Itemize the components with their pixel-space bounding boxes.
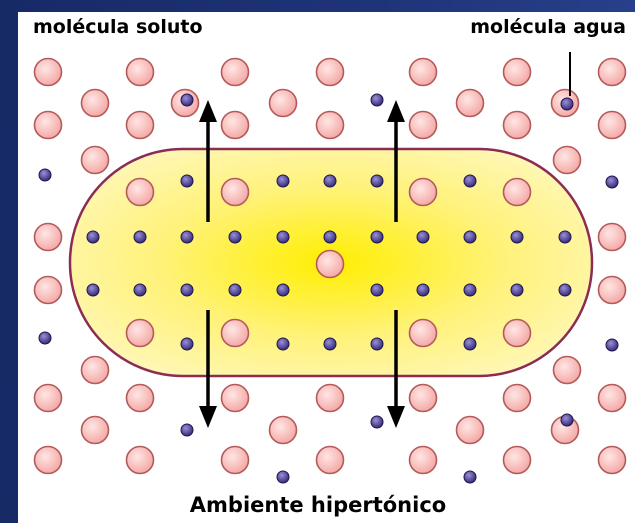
- water-molecule-icon: [181, 424, 193, 436]
- solute-molecule-icon: [35, 447, 62, 474]
- water-molecule-icon: [324, 175, 336, 187]
- solute-molecule-icon: [270, 90, 297, 117]
- solute-molecule-icon: [127, 447, 154, 474]
- water-molecule-icon: [39, 169, 51, 181]
- solute-molecule-icon: [410, 179, 437, 206]
- solute-molecule-icon: [504, 59, 531, 86]
- solute-molecule-icon: [554, 147, 581, 174]
- solute-molecule-icon: [504, 320, 531, 347]
- water-molecule-icon: [464, 338, 476, 350]
- solute-molecule-icon: [410, 112, 437, 139]
- solute-molecule-icon: [127, 59, 154, 86]
- water-molecule-icon: [464, 231, 476, 243]
- solute-molecule-icon: [410, 447, 437, 474]
- solute-molecule-icon: [317, 251, 344, 278]
- solute-molecule-icon: [127, 385, 154, 412]
- water-molecule-icon: [181, 175, 193, 187]
- solute-molecule-icon: [457, 90, 484, 117]
- water-molecule-icon: [229, 284, 241, 296]
- water-molecule-icon: [277, 175, 289, 187]
- water-molecule-icon: [371, 416, 383, 428]
- solute-molecule-icon: [599, 277, 626, 304]
- water-molecule-icon: [559, 284, 571, 296]
- solute-molecule-icon: [504, 447, 531, 474]
- water-molecule-icon: [277, 284, 289, 296]
- water-molecule-icon: [417, 231, 429, 243]
- solute-molecule-icon: [317, 447, 344, 474]
- solute-label: molécula soluto: [33, 16, 203, 38]
- solute-molecule-icon: [410, 385, 437, 412]
- water-molecule-icon: [181, 338, 193, 350]
- solute-molecule-icon: [504, 385, 531, 412]
- solute-molecule-icon: [317, 385, 344, 412]
- solute-molecule-icon: [82, 417, 109, 444]
- water-molecule-icon: [181, 284, 193, 296]
- solute-molecule-icon: [222, 179, 249, 206]
- solute-molecule-icon: [599, 385, 626, 412]
- water-molecule-icon: [39, 332, 51, 344]
- water-molecule-icon: [181, 231, 193, 243]
- solute-molecule-icon: [127, 179, 154, 206]
- solute-molecule-icon: [410, 59, 437, 86]
- solute-molecule-icon: [222, 385, 249, 412]
- solute-molecule-icon: [35, 277, 62, 304]
- solute-molecule-icon: [35, 385, 62, 412]
- water-molecule-icon: [324, 231, 336, 243]
- water-molecule-icon: [181, 94, 193, 106]
- water-molecule-icon: [277, 338, 289, 350]
- water-molecule-icon: [606, 176, 618, 188]
- water-molecule-icon: [134, 284, 146, 296]
- water-molecule-icon: [417, 284, 429, 296]
- solute-molecule-icon: [127, 112, 154, 139]
- solute-molecule-icon: [317, 59, 344, 86]
- water-molecule-icon: [371, 94, 383, 106]
- solute-molecule-icon: [270, 417, 297, 444]
- water-molecule-icon: [87, 284, 99, 296]
- water-molecule-icon: [561, 98, 573, 110]
- solute-molecule-icon: [504, 179, 531, 206]
- water-molecule-icon: [559, 231, 571, 243]
- solute-molecule-icon: [222, 320, 249, 347]
- water-molecule-icon: [134, 231, 146, 243]
- water-molecule-icon: [87, 231, 99, 243]
- solute-molecule-icon: [35, 112, 62, 139]
- solute-molecule-icon: [222, 447, 249, 474]
- water-molecule-icon: [511, 284, 523, 296]
- solute-molecule-icon: [599, 447, 626, 474]
- solute-molecule-icon: [35, 59, 62, 86]
- solute-molecule-icon: [457, 417, 484, 444]
- solute-molecule-icon: [599, 112, 626, 139]
- water-molecule-icon: [277, 231, 289, 243]
- water-molecule-icon: [371, 338, 383, 350]
- solute-molecule-icon: [35, 224, 62, 251]
- water-molecule-icon: [371, 175, 383, 187]
- solute-molecule-icon: [82, 90, 109, 117]
- solute-molecule-icon: [317, 112, 344, 139]
- solute-molecule-icon: [82, 357, 109, 384]
- water-molecule-icon: [511, 231, 523, 243]
- solute-molecule-icon: [504, 112, 531, 139]
- water-molecule-icon: [464, 175, 476, 187]
- solute-molecule-icon: [599, 224, 626, 251]
- water-molecule-icon: [464, 284, 476, 296]
- solute-molecule-icon: [222, 112, 249, 139]
- solute-molecule-icon: [410, 320, 437, 347]
- caption: Ambiente hipertónico: [190, 493, 446, 517]
- water-molecule-icon: [371, 231, 383, 243]
- water-molecule-icon: [324, 338, 336, 350]
- water-molecule-icon: [464, 471, 476, 483]
- water-molecule-icon: [229, 231, 241, 243]
- water-molecule-icon: [277, 471, 289, 483]
- solute-molecule-icon: [222, 59, 249, 86]
- water-molecule-icon: [371, 284, 383, 296]
- water-molecule-icon: [606, 339, 618, 351]
- water-molecule-icon: [561, 414, 573, 426]
- solute-molecule-icon: [599, 59, 626, 86]
- solute-molecule-icon: [127, 320, 154, 347]
- solute-molecule-icon: [82, 147, 109, 174]
- water-label: molécula agua: [470, 16, 626, 38]
- solute-molecule-icon: [554, 357, 581, 384]
